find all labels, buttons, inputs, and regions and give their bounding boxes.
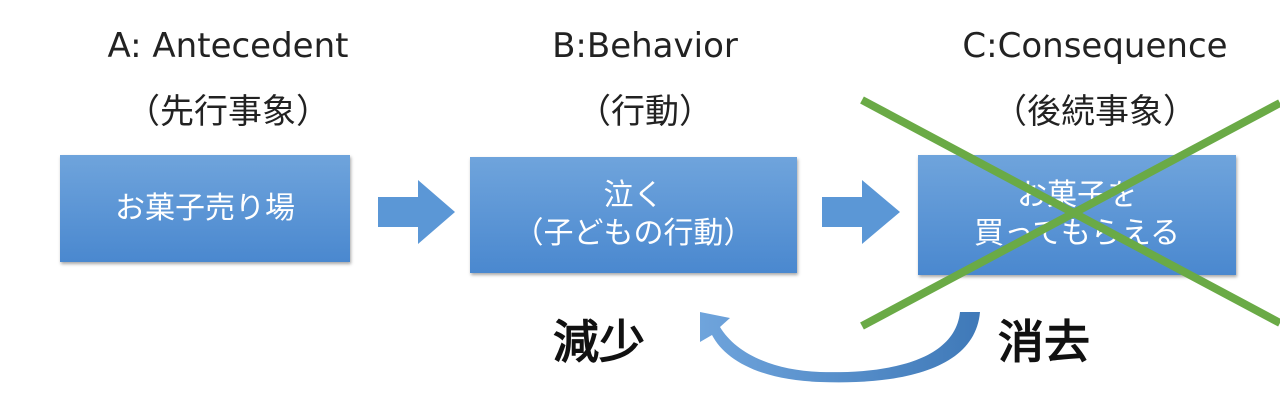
consequence-title: C:Consequence [962,26,1228,66]
consequence-subtitle: （後続事象） [993,92,1197,132]
right-arrow-icon [378,180,455,244]
antecedent-subtitle: （先行事象） [126,92,330,132]
behavior-box: 泣く （子どもの行動） [470,157,797,273]
antecedent-title: A: Antecedent [107,26,349,66]
extinction-label: 消去 [998,315,1090,369]
antecedent-text: お菓子売り場 [115,190,295,226]
decrease-label: 減少 [553,315,645,369]
behavior-text-2: （子どもの行動） [513,216,754,251]
curved-return-arrow-icon [700,312,980,383]
behavior-subtitle: （行動） [577,92,713,132]
behavior-text-1: 泣く [603,178,664,213]
antecedent-box: お菓子売り場 [60,155,350,262]
right-arrow-icon [822,180,900,244]
cross-out-line [860,99,1280,330]
behavior-title: B:Behavior [552,26,738,66]
